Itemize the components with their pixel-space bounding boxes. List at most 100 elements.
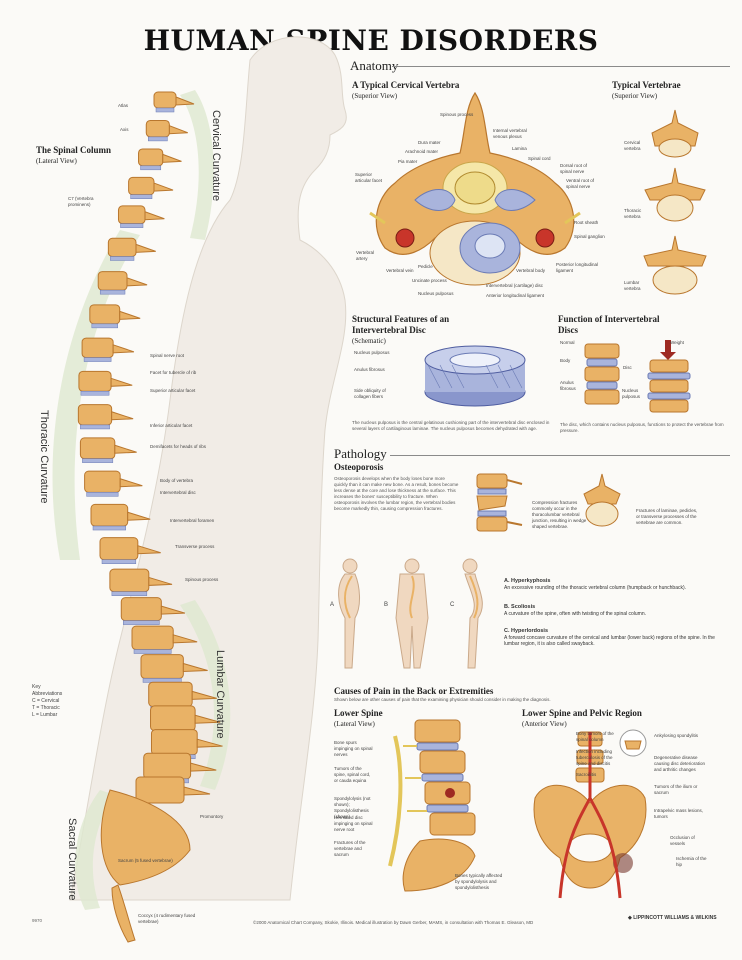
arteries bbox=[558, 732, 622, 899]
disc-label-collagen: Side obliquity of collagen fibers bbox=[354, 388, 386, 399]
disc-label-anulus: Anulus fibrosus bbox=[354, 367, 385, 372]
cv-label-plexus: Internal vertebral venous plexus bbox=[493, 128, 527, 139]
function-label-disc: Disc bbox=[623, 365, 632, 370]
cv-label-disc: Intervertebral (cartilage) disc bbox=[486, 283, 544, 288]
pelvic-region-heading: Lower Spine and Pelvic Region (Anterior … bbox=[522, 708, 642, 728]
osteoporosis-text: Osteoporosis develops when the body lose… bbox=[334, 476, 459, 511]
vertebrae-group bbox=[77, 91, 223, 804]
figure-letter-b: B bbox=[384, 602, 389, 608]
cervical-vertebra-small bbox=[651, 109, 699, 158]
sacrum-shape bbox=[100, 789, 191, 886]
typical-vertebrae-heading: Typical Vertebrae (Superior View) bbox=[612, 80, 681, 100]
label-sacrum: Sacrum (5 fused vertebrae) bbox=[118, 858, 173, 863]
label-spinal-nerve-root: Spinal nerve root bbox=[150, 353, 185, 358]
figure-hyperlordosis bbox=[462, 558, 483, 669]
vertebra bbox=[79, 437, 137, 463]
pr-label-ilium-tumors: Tumors of the ilium or sacrum bbox=[654, 784, 698, 795]
normal-discs bbox=[584, 343, 620, 405]
anatomy-heading: Anatomy bbox=[350, 58, 399, 73]
sacral-band bbox=[75, 790, 115, 910]
label-thoracic-vertebra: Thoracic vertebra bbox=[624, 208, 642, 219]
label-axis: Axis bbox=[120, 127, 129, 132]
lumbar-vertebrae-stack bbox=[388, 719, 476, 892]
disc-structure-heading: Structural Features of an Intervertebral… bbox=[352, 314, 450, 345]
function-label-nucleus: Nucleus pulposus bbox=[622, 388, 641, 399]
sacral-curvature-label: Sacral Curvature bbox=[66, 818, 78, 901]
anatomy-rule bbox=[392, 66, 730, 67]
vertebra bbox=[153, 91, 195, 113]
body-silhouette bbox=[69, 36, 347, 901]
ls-label-herniated-disc: Herniated disc impinging on spinal nerve… bbox=[334, 815, 373, 832]
lumbar-band bbox=[180, 600, 231, 790]
label-disc: Intervertebral disc bbox=[160, 490, 196, 495]
cv-label-vertebral-vein: Vertebral vein bbox=[386, 268, 414, 273]
publisher-mark-icon: ◆ bbox=[628, 915, 632, 921]
disc-function-illustration bbox=[584, 340, 691, 413]
cv-label-pedicle: Pedicle bbox=[418, 264, 433, 269]
thoracic-vertebra-small bbox=[644, 167, 706, 222]
disc-function-heading: Function of Intervertebral Discs bbox=[558, 314, 660, 335]
cv-label-cord: Spinal cord bbox=[528, 156, 551, 161]
cv-label-vertebral-body: Vertebral body bbox=[516, 268, 546, 273]
pain-causes-intro: Shown below are other causes of pain tha… bbox=[334, 697, 551, 702]
pathology-rule bbox=[390, 455, 730, 456]
label-cervical-vertebra: Cervical vertebra bbox=[624, 140, 641, 151]
vertebra bbox=[128, 176, 174, 199]
abbreviations-key: Key Abbreviations C = Cervical T = Thora… bbox=[32, 684, 63, 718]
pr-label-ankylosing: Ankylosing spondylitis bbox=[654, 733, 699, 738]
lower-spine-heading: Lower Spine (Lateral View) bbox=[334, 708, 383, 728]
label-transverse: Transverse process bbox=[175, 544, 215, 549]
vertebra bbox=[117, 205, 165, 228]
label-laminae-fractures: Fractures of laminae, pedicles, or trans… bbox=[636, 508, 698, 525]
publisher-logo: ◆ LIPPINCOTT WILLIAMS & WILKINS bbox=[628, 915, 717, 921]
ls-label-spondylolisthesis: Bones typically affected by spondylolysi… bbox=[455, 873, 503, 890]
cervical-vertebra-illustration bbox=[369, 91, 581, 286]
pr-label-occlusion: Occlusion of vessels bbox=[670, 835, 695, 846]
pathology-heading: Pathology bbox=[334, 446, 387, 461]
vertebra bbox=[120, 597, 186, 625]
typical-vertebrae-illustration bbox=[643, 109, 707, 295]
fractured-vertebra-top bbox=[583, 473, 621, 527]
ls-label-spondylolysis: Spondylolysis (not shown); Spondylolisth… bbox=[334, 796, 371, 819]
label-inferior-articular: Inferior articular facet bbox=[150, 423, 193, 428]
label-c7: C7 (Vertebra prominens) bbox=[68, 196, 94, 207]
vertebra bbox=[140, 654, 208, 683]
cv-label-anterior-ligament: Anterior longitudinal ligament bbox=[486, 293, 545, 298]
function-label-anulus: Anulus fibrosus bbox=[560, 380, 576, 391]
cv-label-superior-facet: Superior articular facet bbox=[355, 172, 383, 183]
osteoporosis-heading: Osteoporosis bbox=[334, 462, 384, 472]
cv-label-dorsal-root: Dorsal root of spinal nerve bbox=[560, 163, 588, 174]
fractured-vertebrae bbox=[476, 473, 523, 532]
vertebra bbox=[97, 271, 148, 295]
cv-label-spinous: Spinous process bbox=[440, 112, 474, 117]
thoracic-band bbox=[52, 230, 140, 560]
ls-label-tumors: Tumors of the spine, spinal cord, or cau… bbox=[334, 766, 371, 783]
chart-code: 9970 bbox=[32, 918, 43, 923]
copyright-footer: ©2000 Anatomical Chart Company, Skokie, … bbox=[253, 920, 534, 925]
vertebra bbox=[135, 776, 211, 804]
cv-label-ganglion: Spinal ganglion bbox=[574, 234, 605, 239]
vertebra bbox=[131, 625, 198, 654]
cv-label-vertebral-artery: Vertebral artery bbox=[356, 250, 375, 261]
pr-label-bony-tumors: Bony tumors of the spinal column bbox=[576, 731, 614, 742]
vertebra bbox=[99, 537, 161, 564]
pelvic-illustration bbox=[533, 731, 647, 899]
label-coccyx: Coccyx (4 rudimentary fused vertebrae) bbox=[138, 913, 196, 924]
pr-label-degenerative: Degenerative disease causing disc deteri… bbox=[654, 755, 706, 772]
function-label-weight: Weight bbox=[670, 340, 684, 345]
cv-label-arachnoid: Arachnoid mater bbox=[405, 149, 439, 154]
cv-label-ventral-root: Ventral root of spinal nerve bbox=[566, 178, 595, 189]
figure-letter-c: C bbox=[450, 602, 455, 608]
weighted-discs bbox=[647, 340, 691, 413]
figure-letter-a: A bbox=[330, 602, 335, 608]
label-spinous: Spinous process bbox=[185, 577, 219, 582]
lumbar-vertebra-small bbox=[643, 235, 707, 295]
cervical-vertebra-heading: A Typical Cervical Vertebra (Superior Vi… bbox=[352, 80, 460, 100]
vertebra bbox=[90, 503, 151, 531]
cv-label-pia: Pia mater bbox=[398, 159, 418, 164]
